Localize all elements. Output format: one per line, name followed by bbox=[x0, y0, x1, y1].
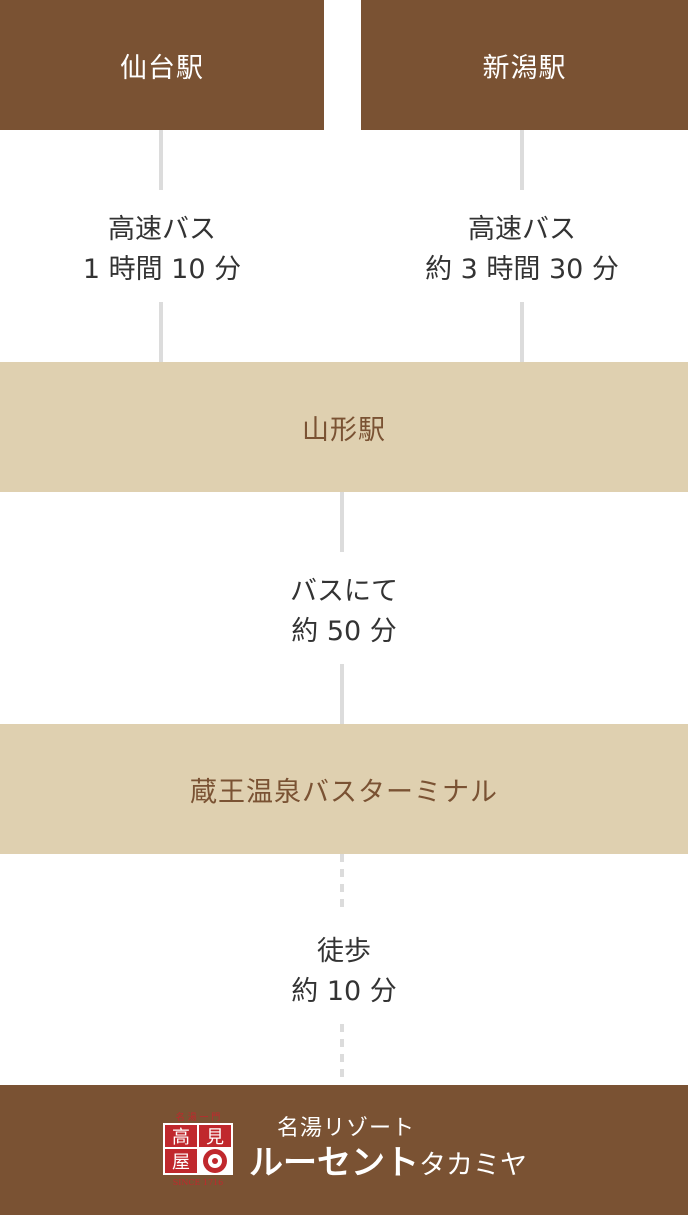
svg-text:屋: 屋 bbox=[172, 1152, 190, 1173]
connector-line bbox=[159, 130, 163, 190]
svg-text:高: 高 bbox=[172, 1127, 190, 1148]
station-zao-terminal-label: 蔵王温泉バスターミナル bbox=[190, 776, 498, 808]
step-zao-hotel: 徒歩 約 10 分 bbox=[200, 932, 488, 1012]
hotel-name-small: タカミヤ bbox=[419, 1149, 527, 1181]
hotel-brand-text: 名湯リゾート ルーセントタカミヤ bbox=[249, 1115, 527, 1186]
station-zao-terminal: 蔵王温泉バスターミナル bbox=[0, 724, 688, 854]
step-time: 約 10 分 bbox=[291, 976, 397, 1007]
station-yamagata: 山形駅 bbox=[0, 362, 688, 492]
step-mode: バスにて bbox=[290, 576, 398, 607]
step-mode: 高速バス bbox=[468, 214, 576, 245]
connector-line bbox=[520, 302, 524, 362]
hotel-logo: 名 湯 一 門 高 見 屋 SINCE 1716 名湯リゾート ルーセントタカミ… bbox=[161, 1111, 527, 1189]
station-yamagata-label: 山形駅 bbox=[302, 414, 386, 446]
station-sendai: 仙台駅 bbox=[0, 0, 324, 130]
step-yamagata-zao: バスにて 約 50 分 bbox=[200, 572, 488, 652]
step-mode: 高速バス bbox=[108, 214, 216, 245]
step-mode: 徒歩 bbox=[317, 936, 371, 967]
hotel-name: ルーセントタカミヤ bbox=[249, 1143, 527, 1186]
step-time: 約 3 時間 30 分 bbox=[425, 254, 619, 285]
step-time: 1 時間 10 分 bbox=[82, 254, 242, 285]
connector-line bbox=[159, 302, 163, 362]
svg-text:見: 見 bbox=[206, 1127, 224, 1148]
hotel-name-main: ルーセント bbox=[249, 1142, 419, 1183]
connector-line bbox=[340, 664, 344, 724]
connector-line bbox=[520, 130, 524, 190]
station-niigata-label: 新潟駅 bbox=[482, 52, 567, 84]
connector-line bbox=[340, 492, 344, 552]
hotel-subtitle: 名湯リゾート bbox=[277, 1115, 416, 1141]
connector-dashed-line bbox=[340, 854, 344, 914]
step-sendai-yamagata: 高速バス 1 時間 10 分 bbox=[40, 210, 284, 290]
step-niigata-yamagata: 高速バス 約 3 時間 30 分 bbox=[392, 210, 652, 290]
svg-text:名 湯 一 門: 名 湯 一 門 bbox=[176, 1111, 221, 1123]
destination-hotel: 名 湯 一 門 高 見 屋 SINCE 1716 名湯リゾート ルーセントタカミ… bbox=[0, 1085, 688, 1215]
station-sendai-label: 仙台駅 bbox=[120, 52, 204, 84]
step-time: 約 50 分 bbox=[291, 616, 397, 647]
connector-dashed-line bbox=[340, 1024, 344, 1084]
takamiya-seal-logo: 名 湯 一 門 高 見 屋 SINCE 1716 bbox=[161, 1111, 235, 1189]
station-niigata: 新潟駅 bbox=[361, 0, 688, 130]
svg-text:SINCE 1716: SINCE 1716 bbox=[173, 1178, 224, 1187]
